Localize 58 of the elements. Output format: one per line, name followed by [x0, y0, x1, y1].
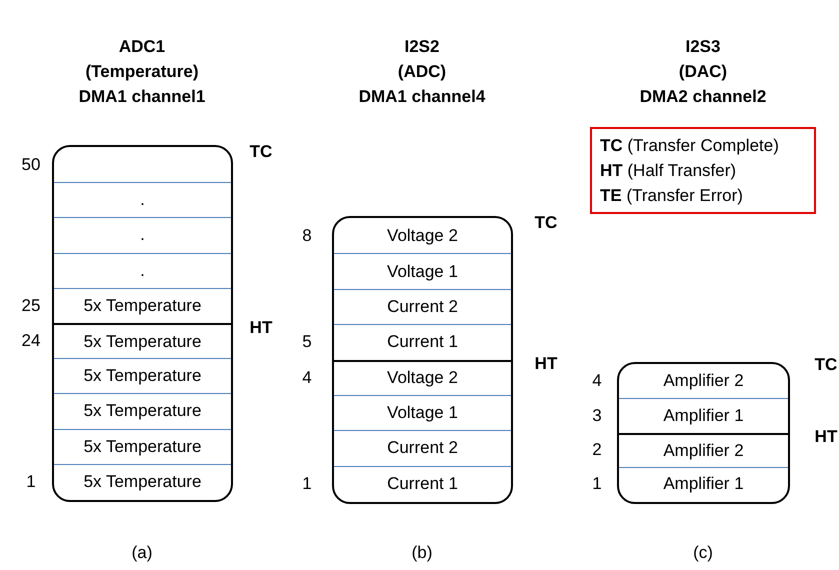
marker-label: HT	[814, 427, 838, 447]
panel-label: (a)	[132, 543, 152, 563]
marker-label: TC	[534, 213, 558, 233]
marker-label: TC	[814, 355, 838, 375]
buffer-block	[52, 145, 233, 502]
slot-index: 3	[592, 406, 602, 426]
slot-index: 1	[302, 474, 312, 494]
column-heading: (DAC)	[678, 62, 728, 82]
slot-label: Voltage 1	[387, 403, 458, 424]
slot-label: 5x Temperature	[84, 401, 202, 422]
column-heading: DMA2 channel2	[640, 87, 766, 107]
slot-label: 5x Temperature	[84, 332, 202, 352]
slot-index: 5	[302, 332, 312, 352]
slot-index: 1	[592, 474, 602, 494]
column-heading: I2S2	[404, 37, 440, 57]
column-heading: ADC1	[118, 37, 166, 57]
slot-index: 25	[22, 296, 40, 316]
slot-label: Amplifier 1	[663, 474, 744, 494]
slot-index: 2	[592, 440, 602, 460]
column-heading: (ADC)	[398, 62, 446, 82]
slot-label: 5x Temperature	[84, 472, 202, 492]
legend-entry: HT (Half Transfer)	[600, 160, 738, 182]
marker-label: HT	[250, 318, 272, 338]
slot-label: .	[140, 225, 145, 246]
marker-label: TC	[250, 142, 272, 162]
slot-label: Amplifier 1	[663, 406, 744, 426]
slot-label: Current 2	[387, 296, 458, 317]
buffer-block	[617, 362, 790, 504]
slot-label: Voltage 2	[387, 368, 458, 388]
slot-index: 50	[22, 155, 40, 175]
slot-label: 5x Temperature	[84, 296, 202, 316]
column-heading: (Temperature)	[85, 62, 199, 82]
slot-index: 24	[22, 331, 40, 351]
slot-label: .	[140, 260, 145, 281]
slot-label: Voltage 2	[387, 226, 458, 246]
buffer-block	[332, 216, 513, 504]
legend-box	[590, 127, 816, 214]
slot-label: Amplifier 2	[663, 371, 744, 392]
slot-index: 1	[26, 472, 36, 492]
slot-label: Amplifier 2	[663, 440, 744, 461]
panel-label: (b)	[412, 543, 432, 563]
slot-label: 5x Temperature	[84, 436, 202, 457]
column-heading: DMA1 channel1	[78, 87, 206, 107]
slot-label: 5x Temperature	[84, 366, 202, 386]
column-heading: DMA1 channel4	[358, 87, 486, 107]
slot-label: .	[140, 190, 145, 210]
panel-label: (c)	[693, 543, 713, 563]
slot-index: 4	[302, 368, 312, 388]
slot-label: Current 2	[387, 438, 458, 458]
slot-index: 8	[302, 226, 312, 246]
slot-index: 4	[592, 371, 602, 391]
slot-label: Voltage 1	[387, 262, 458, 282]
column-heading: I2S3	[686, 37, 720, 57]
slot-label: Current 1	[387, 474, 458, 494]
legend-entry: TE (Transfer Error)	[600, 185, 744, 207]
slot-label: Current 1	[387, 332, 458, 352]
legend-entry: TC (Transfer Complete)	[600, 135, 780, 157]
marker-label: HT	[534, 354, 558, 374]
